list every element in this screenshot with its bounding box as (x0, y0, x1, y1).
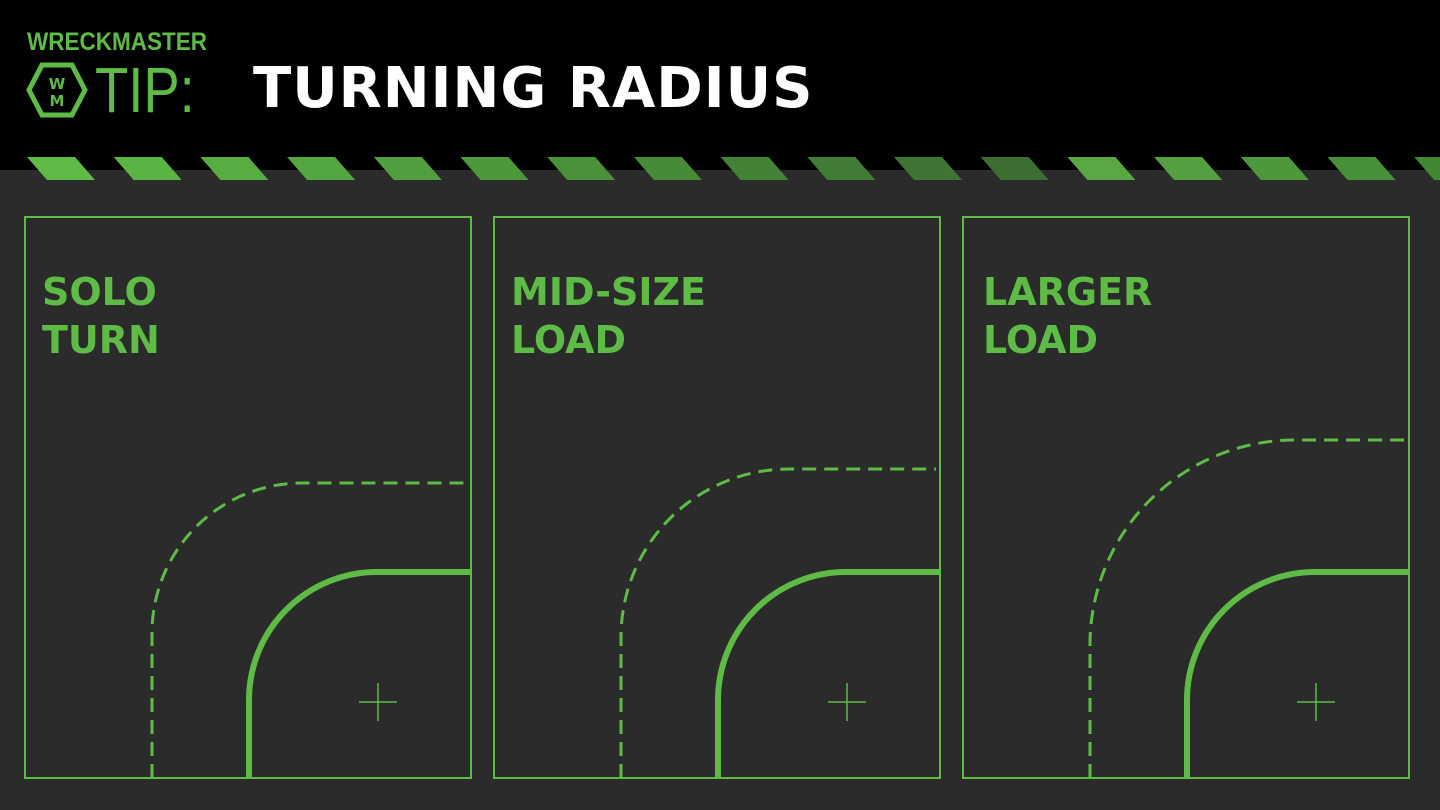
panel-title-mid-size-load: MID-SIZE LOAD (511, 268, 706, 364)
hazard-stripe (113, 157, 182, 180)
header-bar (0, 0, 1440, 170)
hazard-stripe (1154, 157, 1223, 180)
hazard-stripe (547, 157, 616, 180)
panel-title-larger-load: LARGER LOAD (983, 268, 1152, 364)
svg-text:W: W (49, 75, 66, 93)
panel-title-line: LARGER (983, 270, 1153, 314)
panel-title-solo-turn: SOLO TURN (42, 268, 160, 364)
hazard-stripe (1414, 157, 1440, 180)
panel-title-line: MID-SIZE (511, 270, 706, 314)
hazard-stripe (27, 157, 95, 180)
tip-label: TIP: (95, 54, 195, 126)
svg-text:M: M (50, 92, 65, 110)
panel-title-line: SOLO (42, 270, 157, 314)
hazard-stripe (200, 157, 269, 180)
panel-title-line: TURN (42, 318, 160, 362)
load-swing-path (150, 481, 467, 778)
page-title: TURNING RADIUS (253, 56, 814, 121)
load-swing-path (619, 467, 936, 778)
brand-name: WRECKMASTER (27, 28, 207, 56)
hazard-stripe (287, 157, 356, 180)
wm-hex-logo: W M (26, 62, 88, 118)
hazard-stripe (980, 157, 1049, 180)
vehicle-turn-path (715, 569, 940, 778)
vehicle-turn-path (1184, 569, 1409, 778)
vehicle-turn-path (246, 569, 471, 778)
hazard-stripe (633, 157, 702, 180)
hazard-stripe (1067, 157, 1136, 180)
hazard-stripe (807, 157, 876, 180)
hazard-stripe (460, 157, 529, 180)
hazard-stripe (720, 157, 789, 180)
load-swing-path (1088, 438, 1405, 778)
hazard-stripe (373, 157, 442, 180)
panel-title-line: LOAD (511, 318, 627, 362)
panel-title-line: LOAD (983, 318, 1099, 362)
hazard-stripe (1327, 157, 1396, 180)
hazard-stripes (27, 157, 1440, 180)
hazard-stripe (894, 157, 962, 180)
hazard-stripe (1240, 157, 1309, 180)
